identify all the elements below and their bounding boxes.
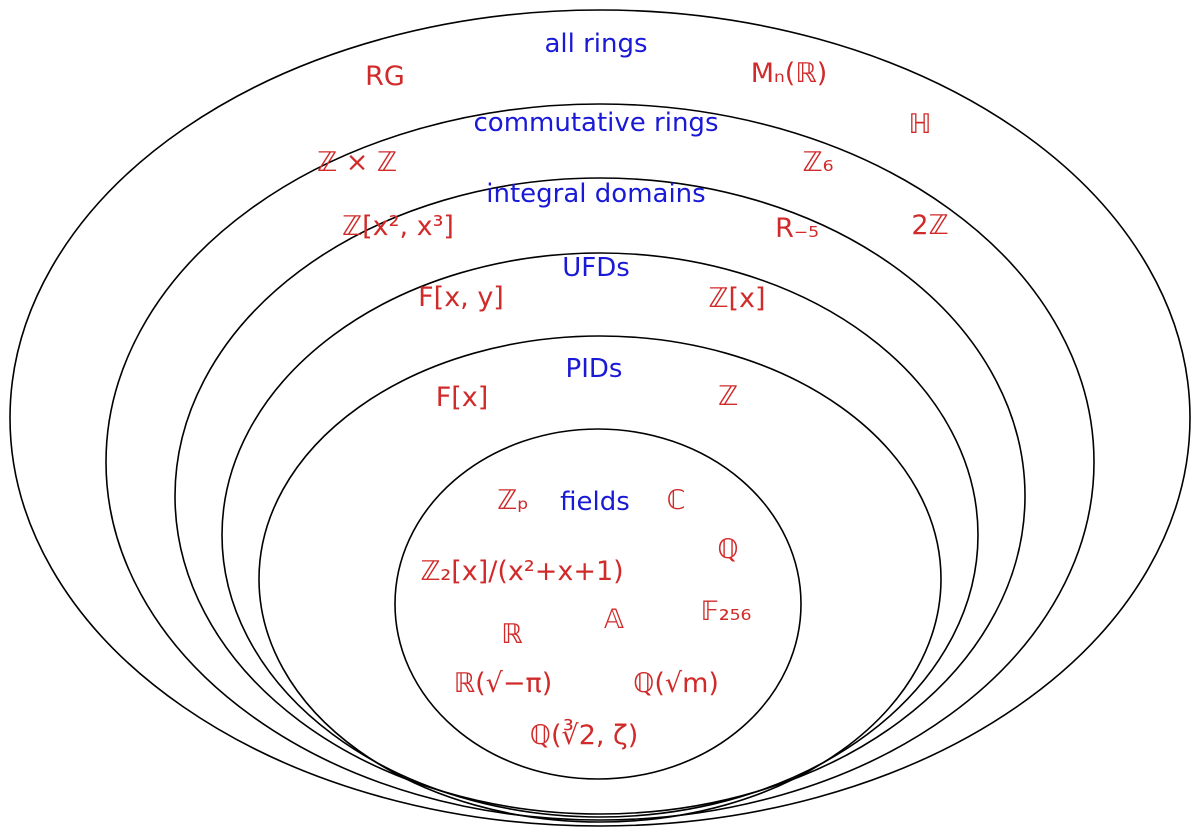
example-complex: ℂ [667, 485, 686, 516]
ring-fields [394, 428, 802, 780]
example-f-x-y: F[x, y] [418, 282, 504, 313]
label-ufds: UFDs [562, 253, 630, 283]
example-matrix-ring: Mₙ(ℝ) [751, 58, 828, 89]
example-rationals: ℚ [717, 534, 738, 565]
label-commutative-rings: commutative rings [474, 108, 719, 138]
example-zp: ℤₚ [497, 485, 529, 516]
example-r-minus5: R₋₅ [775, 213, 819, 244]
example-z-x2-x3: ℤ[x², x³] [342, 211, 454, 242]
label-all-rings: all rings [544, 29, 647, 59]
example-z-x: ℤ[x] [708, 283, 765, 314]
ring-ufds [221, 252, 979, 818]
example-reals: ℝ [501, 619, 522, 650]
example-integers: ℤ [718, 381, 738, 412]
ring-all-rings [9, 9, 1191, 827]
ring-pids [258, 335, 942, 823]
example-rg: RG [365, 61, 405, 92]
example-f-x: F[x] [436, 382, 489, 413]
example-two-z: 2ℤ [911, 210, 948, 241]
example-q-sqrt-m: ℚ(√m) [633, 668, 719, 699]
example-z6: ℤ₆ [803, 147, 834, 178]
example-f256: 𝔽₂₅₆ [701, 596, 752, 627]
example-algebraic: 𝔸 [604, 604, 624, 635]
example-quaternions: ℍ [909, 109, 932, 140]
example-z-times-z: ℤ × ℤ [317, 147, 397, 178]
example-q-cbrt2-zeta: ℚ(∛2, ζ) [530, 718, 639, 751]
label-pids: PIDs [566, 354, 623, 384]
label-fields: fields [560, 487, 630, 517]
ring-integral-domains [174, 177, 1026, 815]
label-integral-domains: integral domains [486, 179, 705, 209]
ring-commutative-rings [105, 103, 1095, 821]
example-z2-quotient: ℤ₂[x]/(x²+x+1) [420, 556, 623, 587]
example-r-sqrt-neg-pi: ℝ(√−π) [454, 668, 553, 699]
